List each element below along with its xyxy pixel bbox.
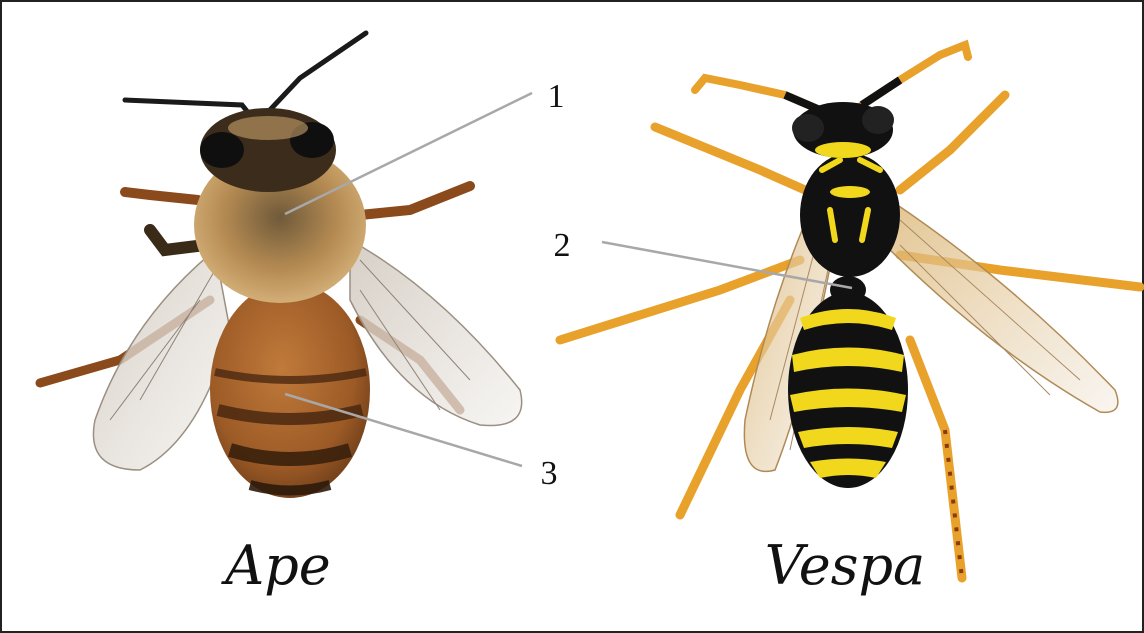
- callout-number-1: 1: [548, 78, 565, 115]
- callout-number-3: 3: [541, 455, 558, 492]
- species-label-ape: Ape: [220, 534, 331, 597]
- species-label-vespa: Vespa: [765, 534, 925, 597]
- callout-number-2: 2: [554, 227, 571, 264]
